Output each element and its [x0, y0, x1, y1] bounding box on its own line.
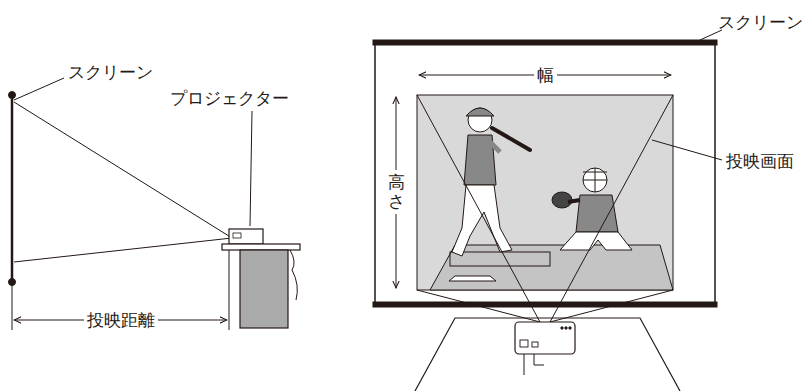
part-label: プロジェクター — [170, 88, 289, 108]
projection-ray — [417, 95, 673, 322]
screen-bar — [373, 40, 717, 45]
front-view — [373, 30, 722, 391]
screen-bar — [373, 302, 717, 307]
projector-side — [229, 229, 263, 244]
screen-side — [11, 95, 14, 282]
part-label: スクリーン — [68, 62, 153, 82]
baseball-scene — [430, 108, 673, 290]
table-front — [415, 318, 680, 391]
extension-line — [229, 250, 230, 330]
extension-line — [12, 282, 13, 330]
screen-dot — [9, 92, 16, 99]
part-label: 投映画面 — [726, 151, 794, 171]
part-label: スクリーン — [718, 12, 803, 32]
table-leg — [240, 250, 288, 328]
dimension-label: 高さ — [388, 170, 405, 213]
dimension-label: 投映距離 — [84, 310, 158, 330]
projector-front — [515, 322, 575, 354]
side-view — [9, 78, 301, 330]
projection-ray — [14, 102, 232, 238]
projector-lens — [233, 233, 241, 238]
dimension-label: 幅 — [534, 65, 557, 85]
projected-image — [417, 95, 673, 290]
cable — [290, 250, 297, 300]
leader-line — [14, 78, 64, 100]
projection-ray — [14, 238, 232, 262]
screen-front — [375, 42, 715, 305]
table-top — [222, 244, 300, 250]
leader-line — [250, 111, 252, 226]
leader-line — [652, 140, 722, 160]
